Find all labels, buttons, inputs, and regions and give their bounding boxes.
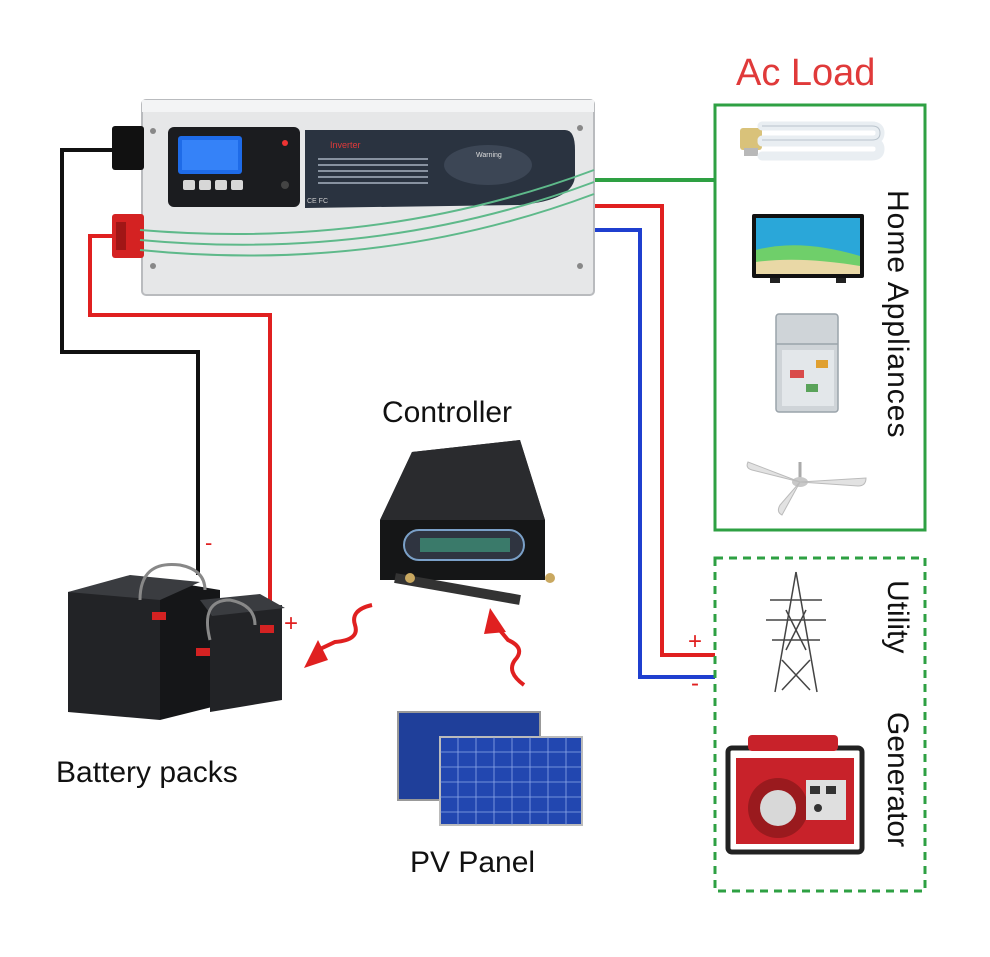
battery-packs-label: Battery packs [56, 756, 238, 789]
battery-icon [68, 562, 285, 720]
inverter-icon: Inverter Warning CE FC [112, 99, 595, 296]
ac-load-box [713, 103, 927, 532]
utility-minus-sign: - [691, 670, 699, 697]
inverter-panel-heading: Inverter [330, 140, 361, 150]
wire-black-negative [60, 148, 200, 575]
utility-label: Utility [881, 580, 914, 654]
utility-generator-box [713, 556, 927, 893]
arrow-controller-to-battery [304, 603, 373, 668]
home-appliances-label: Home Appliances [881, 190, 914, 439]
controller-label: Controller [382, 396, 513, 429]
solar-panel-icon [397, 711, 583, 826]
utility-plus-sign: + [688, 628, 703, 655]
wire-red-positive [88, 234, 272, 635]
inverter-cert-marks: CE FC [307, 198, 328, 205]
generator-icon [725, 735, 865, 855]
charge-controller-icon [380, 440, 555, 605]
battery-minus-sign: - [205, 530, 213, 555]
fridge-icon [775, 313, 839, 413]
power-tower-icon [766, 571, 826, 693]
battery-plus-sign: + [284, 610, 299, 637]
inverter-warning: Warning [476, 152, 502, 159]
tv-icon [752, 214, 864, 283]
wire-red-utility [595, 204, 715, 657]
pv-panel-label: PV Panel [410, 846, 536, 879]
wire-blue-utility [595, 228, 715, 679]
ceiling-fan-icon [746, 461, 867, 516]
ac-load-title: Ac Load [736, 52, 876, 94]
generator-label: Generator [881, 712, 914, 848]
arrow-pv-to-controller [484, 608, 526, 687]
bulb-icon [740, 121, 885, 161]
